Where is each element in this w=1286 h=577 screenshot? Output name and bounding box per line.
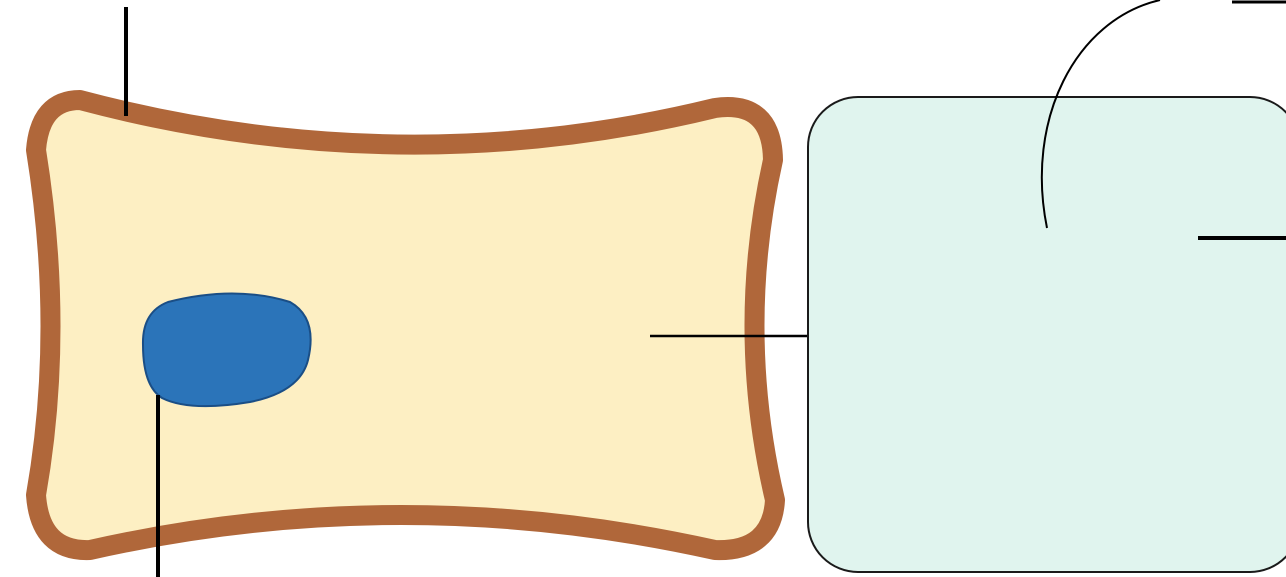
cell-wall <box>26 90 785 561</box>
zoom-box-curved-leader-line <box>1040 0 1161 229</box>
zoom-box <box>807 96 1286 573</box>
nucleus <box>141 292 312 408</box>
